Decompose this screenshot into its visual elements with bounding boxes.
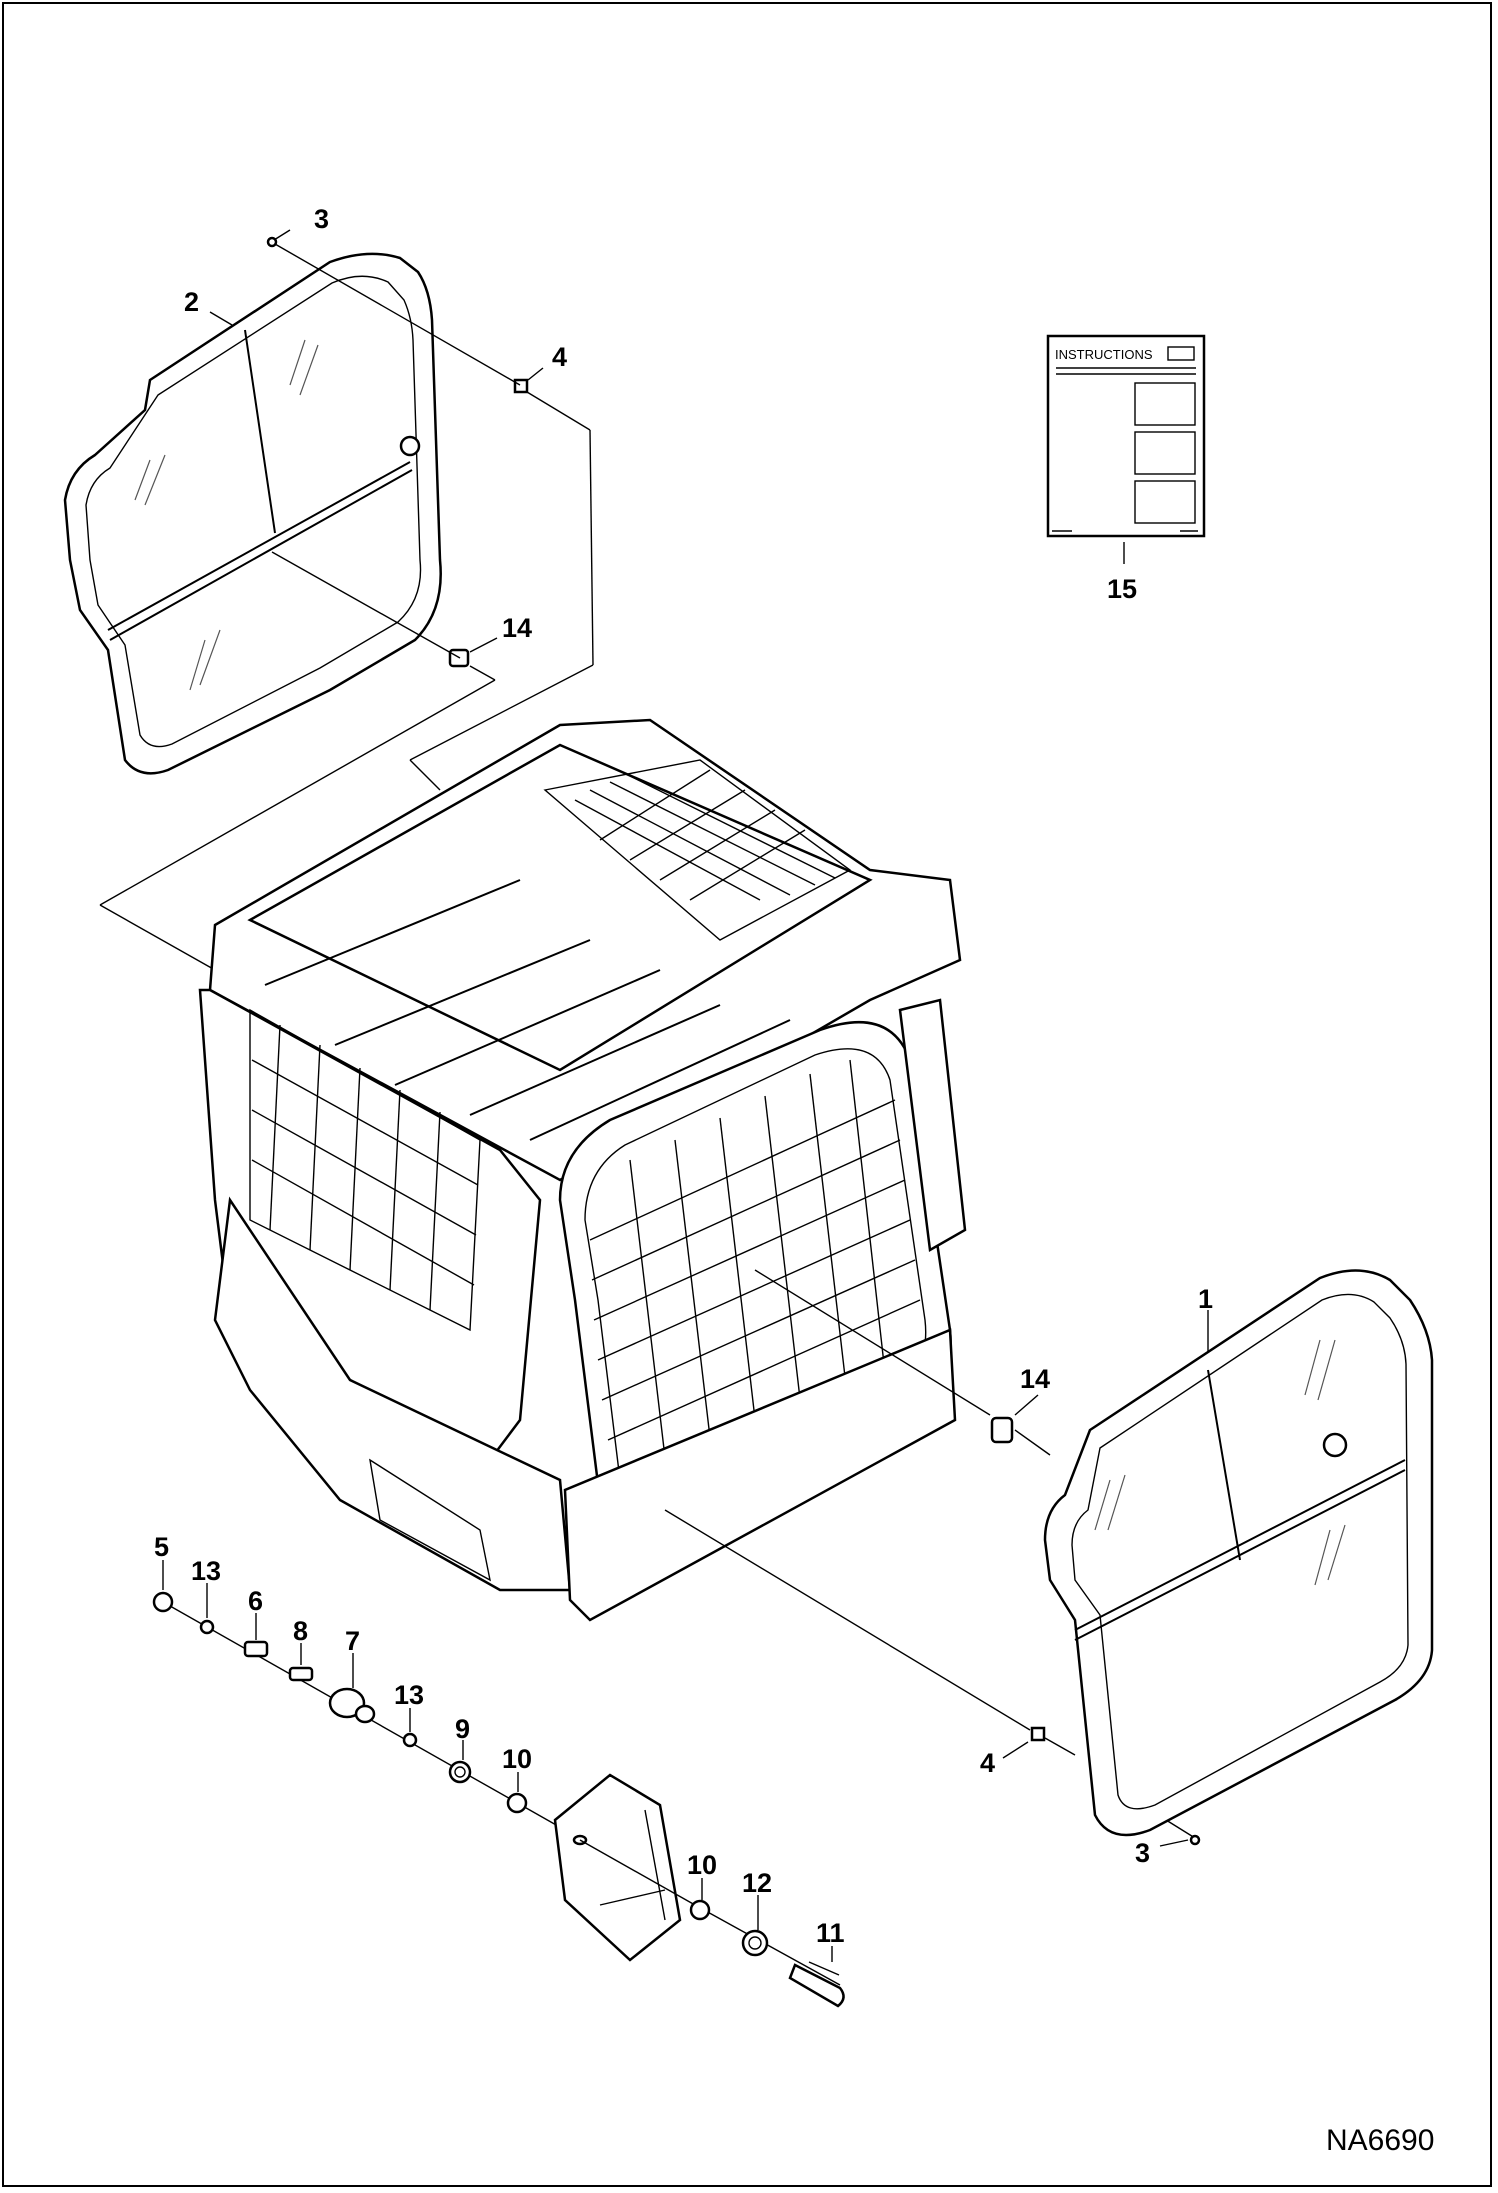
right-door-window <box>990 1269 1434 1846</box>
callout-8: 8 <box>293 1616 308 1646</box>
callout-6: 6 <box>248 1586 263 1616</box>
callout-2: 2 <box>184 287 199 317</box>
callout-7: 7 <box>345 1626 360 1656</box>
callout-3-lower: 3 <box>1135 1838 1150 1868</box>
callout-1: 1 <box>1198 1284 1213 1314</box>
callout-4-lower: 4 <box>980 1748 995 1778</box>
callout-15: 15 <box>1107 574 1137 604</box>
instructions-card: INSTRUCTIONS <box>1046 334 1206 564</box>
callout-13-right: 13 <box>394 1680 424 1710</box>
callout-5: 5 <box>154 1532 169 1562</box>
drawing-id: NA6690 <box>1326 2124 1434 2157</box>
latch-hardware <box>152 1591 845 2008</box>
callout-14-upper: 14 <box>502 613 532 643</box>
callout-labels: 3 2 4 14 15 1 14 4 3 5 13 6 8 7 13 9 10 … <box>154 204 1213 1948</box>
instructions-card-title: INSTRUCTIONS <box>1055 347 1153 362</box>
callout-11: 11 <box>816 1918 845 1948</box>
callout-9: 9 <box>455 1714 470 1744</box>
callout-4-upper: 4 <box>552 342 567 372</box>
left-door-assembly-lines <box>99 243 594 971</box>
callout-10-upper: 10 <box>502 1744 532 1774</box>
callout-3-upper: 3 <box>314 204 329 234</box>
callout-10-lower: 10 <box>687 1850 717 1880</box>
callout-leaders <box>162 229 1209 1962</box>
callout-14-lower: 14 <box>1020 1364 1050 1394</box>
cab-body <box>198 718 967 1622</box>
callout-12: 12 <box>742 1868 772 1898</box>
callout-13-left: 13 <box>191 1556 221 1586</box>
left-door-window <box>63 236 529 775</box>
